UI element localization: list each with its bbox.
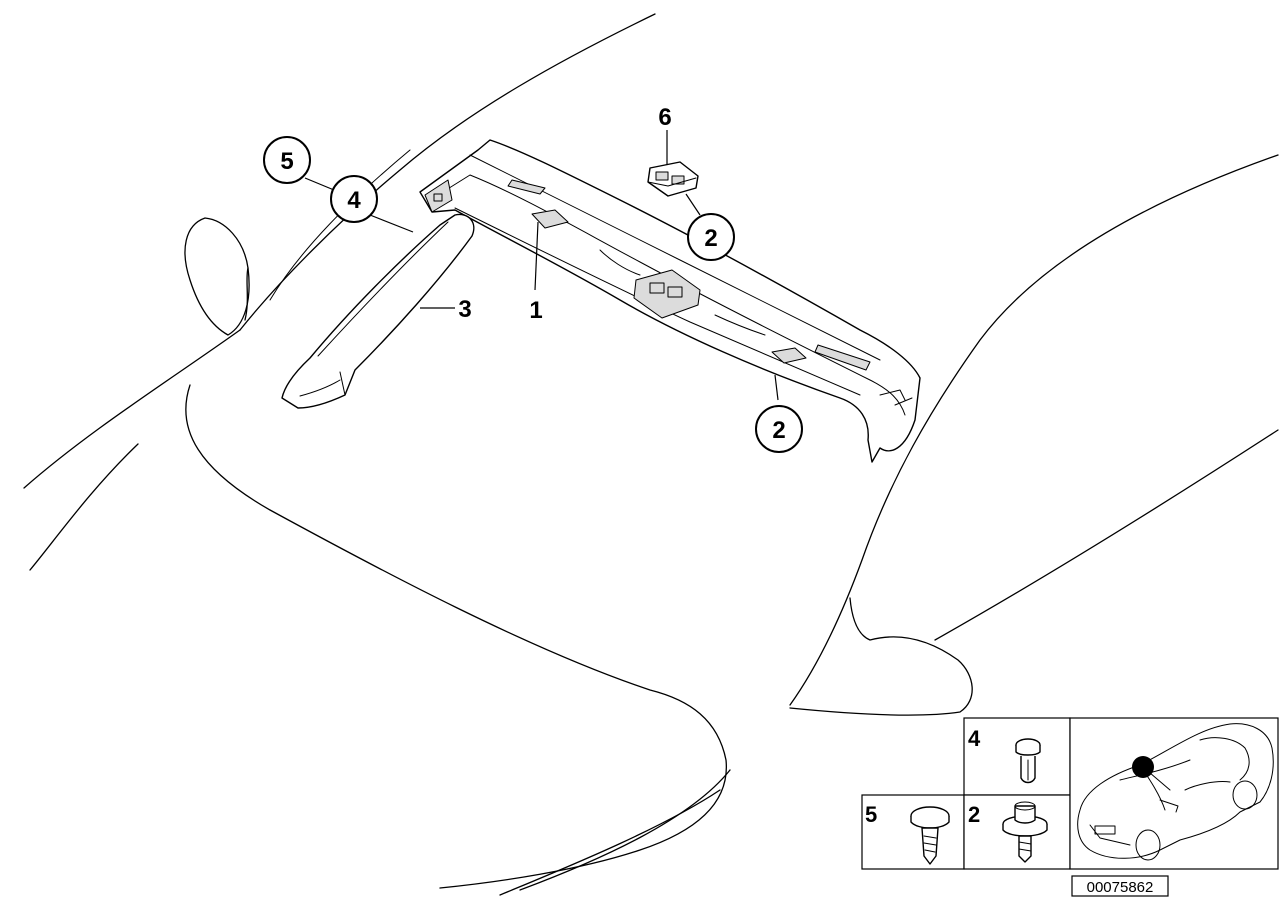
callout-2-top: 2 <box>687 213 735 261</box>
callout-5: 5 <box>263 136 311 184</box>
car-body-outline <box>23 13 1279 896</box>
inset-label-4: 4 <box>968 726 981 751</box>
callout-1: 1 <box>529 297 542 324</box>
reference-number-text: 00075862 <box>1087 879 1154 896</box>
part-1-roof-trim-panel <box>419 139 921 463</box>
fastener-2-icon <box>1002 801 1048 863</box>
inset-cell-5 <box>861 794 965 870</box>
inset-label-2: 2 <box>968 802 980 827</box>
inset-cell-car <box>1069 717 1279 870</box>
callout-label: 6 <box>658 104 671 131</box>
part-3-a-pillar-trim <box>281 213 475 409</box>
fastener-4-icon <box>1015 738 1041 784</box>
car-location-icon <box>1077 723 1274 861</box>
leader-lines <box>304 130 779 401</box>
fastener-5-icon <box>910 806 950 865</box>
callout-2-bottom: 2 <box>755 405 803 453</box>
inset-label-5: 5 <box>865 802 877 827</box>
callout-label: 2 <box>704 225 717 252</box>
part-6-clip-bracket <box>647 161 699 197</box>
callout-label: 1 <box>529 297 542 324</box>
callout-label: 5 <box>280 148 293 175</box>
callout-6: 6 <box>658 104 671 131</box>
reference-number: 00075862 <box>1071 875 1169 897</box>
inset-panel: 4 5 2 <box>861 717 1279 870</box>
callout-3: 3 <box>458 296 471 323</box>
callout-label: 4 <box>347 187 361 214</box>
callout-4: 4 <box>330 175 378 223</box>
callout-label: 2 <box>772 417 785 444</box>
callout-label: 3 <box>458 296 471 323</box>
